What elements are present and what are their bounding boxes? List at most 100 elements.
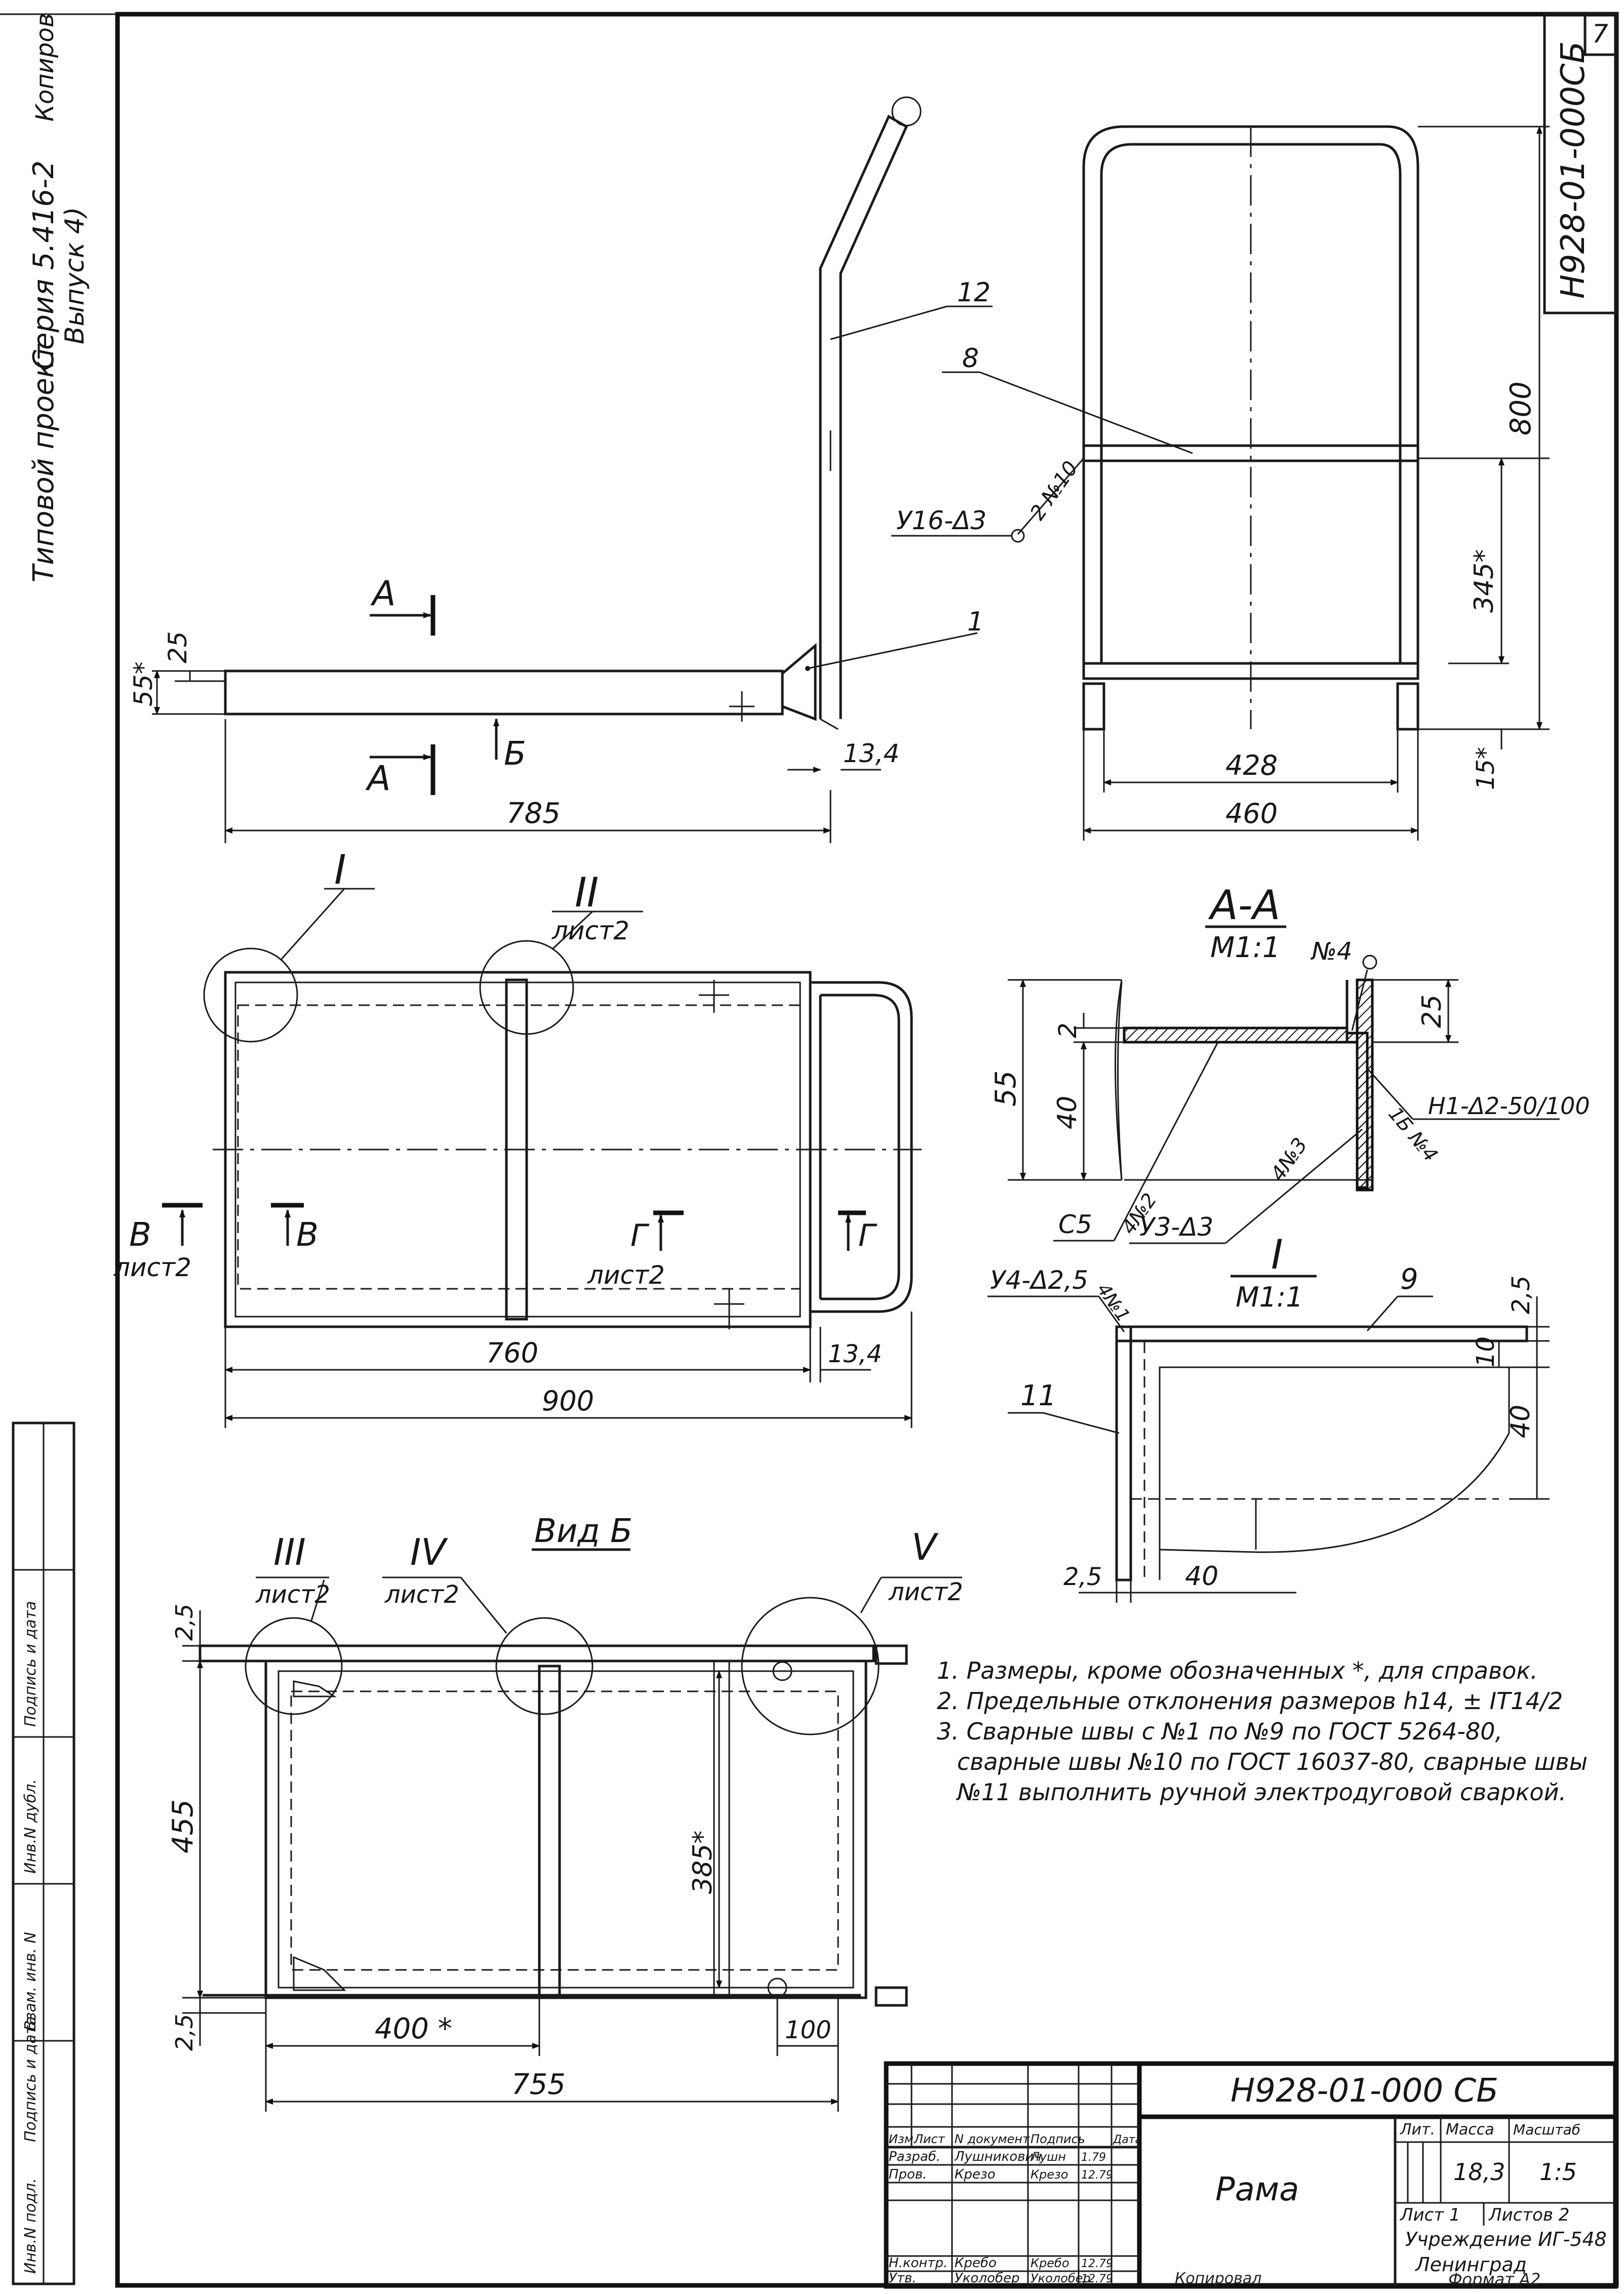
copied-label: Копиров xyxy=(31,13,59,122)
section-dim-25: 25 xyxy=(1417,995,1447,1028)
dim-900: 900 xyxy=(542,1385,594,1417)
dim-460: 460 xyxy=(1225,798,1278,829)
detail-I: I М1:1 У4-Δ2,5 4№1 9 11 2,5 10 40 xyxy=(987,1231,1550,1603)
copied-by: Копировал xyxy=(1175,2270,1262,2287)
viewb-dim-400: 400 * xyxy=(375,2012,452,2045)
tb-sign-1: Лушн xyxy=(1030,2150,1066,2164)
section-dim-40: 40 xyxy=(1052,1096,1083,1129)
front-view: 8 У16-Δ3 2 №10 800 345* 15* 428 460 xyxy=(891,125,1550,841)
tb-name-2: Крезо xyxy=(955,2167,996,2182)
series-code: Серия 5.416-2 xyxy=(27,161,60,370)
dim-55: 55* xyxy=(129,661,158,706)
left-margin-stamp: Инв.N подл. Подпись и дата Взам. инв. N … xyxy=(12,1421,75,2285)
top-stamp-code: Н928-01-000СБ xyxy=(1555,41,1592,299)
viewb-dim-385: 385* xyxy=(688,1831,718,1894)
section-aa-scale: М1:1 xyxy=(1210,931,1280,964)
series-label: Типовой проект xyxy=(27,343,60,582)
tb-role-4: Утв. xyxy=(889,2271,917,2286)
tb-header-mass: Масса xyxy=(1446,2121,1494,2139)
tb-sign-4: Уколобер xyxy=(1031,2271,1091,2285)
tb-name-3: Кребо xyxy=(955,2256,997,2271)
detail-pos-11: 11 xyxy=(1020,1379,1056,1412)
viewb-dim-2-5-top: 2,5 xyxy=(171,1604,198,1641)
tb-org-2: Ленинград xyxy=(1414,2253,1527,2276)
stamp-field-sign-date: Подпись и дата xyxy=(22,2016,39,2143)
callout-I: I xyxy=(334,846,346,893)
series-issue: Выпуск 4) xyxy=(60,207,90,344)
callout-II-sheet: лист2 xyxy=(551,916,629,945)
plan-dim-13-4: 13,4 xyxy=(828,1340,882,1368)
callout-III-sheet: лист2 xyxy=(255,1580,330,1609)
section-aa: А-А М1:1 №4 55 40 2 25 1Б №4 Н1-Δ2-50/10… xyxy=(989,882,1590,1244)
sheet-number: 7 xyxy=(1592,19,1608,49)
section-weld-c5: С5 xyxy=(1058,1210,1092,1239)
tb-role-2: Пров. xyxy=(889,2167,927,2182)
tb-sign-3: Кребо xyxy=(1031,2256,1070,2270)
detail-dim-10: 10 xyxy=(1472,1336,1500,1367)
view-b: Вид Б III лист2 IV лист2 V лист2 xyxy=(167,1513,963,2112)
mark-G-sheet: лист2 xyxy=(587,1260,665,1290)
detail-dim-40-right: 40 xyxy=(1506,1405,1536,1438)
stamp-field-inv-dubl: Инв.N дубл. xyxy=(22,1779,39,1874)
pos-1-label: 1 xyxy=(967,607,984,637)
dim-345: 345* xyxy=(1469,549,1499,613)
tb-header-scale: Масштаб xyxy=(1513,2121,1580,2138)
tb-sheets: Листов 2 xyxy=(1488,2205,1569,2225)
section-aa-title: А-А xyxy=(1208,882,1280,929)
mark-B: В xyxy=(129,1216,151,1254)
format: Формат А2 xyxy=(1448,2270,1541,2289)
callout-II: II xyxy=(575,869,599,916)
callout-III: III xyxy=(273,1531,306,1573)
detail-dim-2-5-bottom: 2,5 xyxy=(1063,1563,1102,1591)
view-mark-b: Б xyxy=(504,735,526,773)
plan-view: I II лист2 В лист2 В Г лист2 Г 760 900 1… xyxy=(113,846,922,1428)
viewb-dim-2-5-bottom: 2,5 xyxy=(171,2014,198,2051)
tb-scale: 1:5 xyxy=(1539,2158,1577,2186)
tb-name-4: Уколобер xyxy=(955,2271,1020,2286)
dim-760: 760 xyxy=(486,1337,538,1369)
viewb-dim-755: 755 xyxy=(511,2068,566,2101)
dim-15: 15* xyxy=(1472,747,1500,790)
pos-8-label: 8 xyxy=(962,343,979,374)
tb-name-1: Лушникович xyxy=(954,2149,1042,2164)
note-2: 2. Предельные отклонения размеров h14, ±… xyxy=(937,1687,1563,1715)
dim-785: 785 xyxy=(506,797,561,830)
tb-col-doc: N документ xyxy=(955,2132,1030,2146)
section-dim-55: 55 xyxy=(989,1071,1022,1106)
tb-name: Рама xyxy=(1215,2171,1299,2208)
viewb-dim-100: 100 xyxy=(785,2016,831,2044)
note-3: 3. Сварные швы с №1 по №9 по ГОСТ 5264-8… xyxy=(937,1718,1502,1745)
callout-V-sheet: лист2 xyxy=(888,1578,963,1606)
detail-weld-u4: У4-Δ2,5 xyxy=(990,1265,1088,1295)
detail-pos-9: 9 xyxy=(1400,1263,1418,1296)
tb-date-4: 12.79 xyxy=(1081,2273,1113,2285)
tb-date-3: 12.79 xyxy=(1081,2258,1113,2270)
dim-428: 428 xyxy=(1225,749,1278,781)
general-notes: 1. Размеры, кроме обозначенных *, для сп… xyxy=(937,1657,1588,1806)
pos-12-label: 12 xyxy=(957,278,991,308)
section-weld-u3: У3-Δ3 xyxy=(1139,1212,1213,1242)
tb-document-code: Н928-01-000 СБ xyxy=(1231,2072,1498,2110)
dim-25: 25 xyxy=(163,631,192,663)
section-mark-a-top: А xyxy=(370,574,396,614)
dim-800: 800 xyxy=(1504,381,1537,436)
tb-role-3: Н.контр. xyxy=(889,2256,947,2271)
detail-weld-4n1: 4№1 xyxy=(1093,1280,1134,1326)
tb-sheet: Лист 1 xyxy=(1399,2205,1460,2225)
weld-2-n10: 2 №10 xyxy=(1026,457,1083,524)
callout-IV-sheet: лист2 xyxy=(384,1580,459,1609)
note-3-cont: сварные швы №10 по ГОСТ 16037-80, сварны… xyxy=(957,1748,1588,1775)
detail-I-scale: М1:1 xyxy=(1236,1281,1303,1313)
side-view: 12 1 А А Б 785 55* 25 13,4 xyxy=(129,96,993,843)
title-block: Изм. Лист N документ Подпись Дата Разраб… xyxy=(884,2061,1618,2289)
note-1: 1. Размеры, кроме обозначенных *, для сп… xyxy=(937,1657,1538,1684)
note-3-end: №11 выполнить ручной электродуговой свар… xyxy=(956,1778,1566,1806)
tb-header-lit: Лит. xyxy=(1400,2121,1435,2139)
detail-I-title: I xyxy=(1271,1231,1283,1278)
tb-role-1: Разраб. xyxy=(889,2149,940,2164)
callout-V: V xyxy=(912,1526,939,1568)
tb-date-2: 12.79 xyxy=(1081,2169,1113,2182)
top-right-stamp: 7 Н928-01-000СБ xyxy=(1543,13,1618,314)
mark-G-right: Г xyxy=(858,1218,878,1253)
